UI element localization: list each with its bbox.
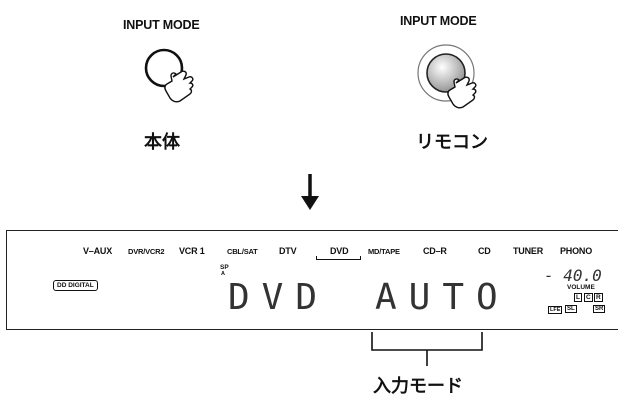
pointing-hand-icon: [447, 76, 477, 109]
channel-c-indicator: C: [584, 293, 593, 302]
source-v-aux: V–AUX: [83, 246, 113, 256]
source-dtv: DTV: [279, 246, 297, 256]
callout-bracket: [371, 332, 483, 366]
pointing-hand-icon: [164, 70, 194, 103]
speaker-indicator: SP: [220, 264, 229, 271]
source-cd-r: CD–R: [423, 246, 447, 256]
down-arrow-icon: [301, 174, 319, 210]
speaker-indicator-sub: A: [221, 271, 225, 277]
front-panel-button-label: INPUT MODE: [123, 18, 200, 32]
remote-caption: リモコン: [416, 132, 488, 153]
channel-r-indicator: R: [594, 293, 603, 302]
source-dvd: DVD: [330, 246, 349, 256]
digital-indicator: DD DIGITAL: [53, 280, 98, 291]
display-panel: V–AUX DVR/VCR2 VCR 1 CBL/SAT DTV DVD MD/…: [6, 230, 618, 330]
lfe-indicator: LFE: [548, 306, 563, 314]
selected-source-bracket: [316, 256, 361, 260]
source-name-readout: DVD: [228, 277, 330, 318]
source-cd: CD: [478, 246, 491, 256]
front-panel-caption: 本体: [144, 132, 180, 153]
source-dvr-vcr2: DVR/VCR2: [128, 247, 165, 256]
front-panel-input-mode-button[interactable]: [140, 44, 210, 114]
source-vcr1: VCR 1: [179, 246, 205, 256]
source-cbl-sat: CBL/SAT: [227, 247, 258, 256]
channel-sl-indicator: SL: [565, 305, 577, 313]
source-tuner: TUNER: [513, 246, 543, 256]
channel-sr-indicator: SR: [593, 305, 606, 313]
volume-label: VOLUME: [567, 284, 595, 291]
source-md-tape: MD/TAPE: [368, 247, 400, 256]
remote-button-label: INPUT MODE: [400, 14, 477, 28]
volume-readout: - 40.0: [544, 266, 602, 285]
input-mode-callout-label: 入力モード: [373, 376, 463, 397]
channel-l-indicator: L: [574, 293, 582, 302]
input-mode-readout: AUTO: [375, 277, 510, 318]
remote-input-mode-button[interactable]: [414, 40, 494, 120]
source-phono: PHONO: [560, 246, 593, 256]
